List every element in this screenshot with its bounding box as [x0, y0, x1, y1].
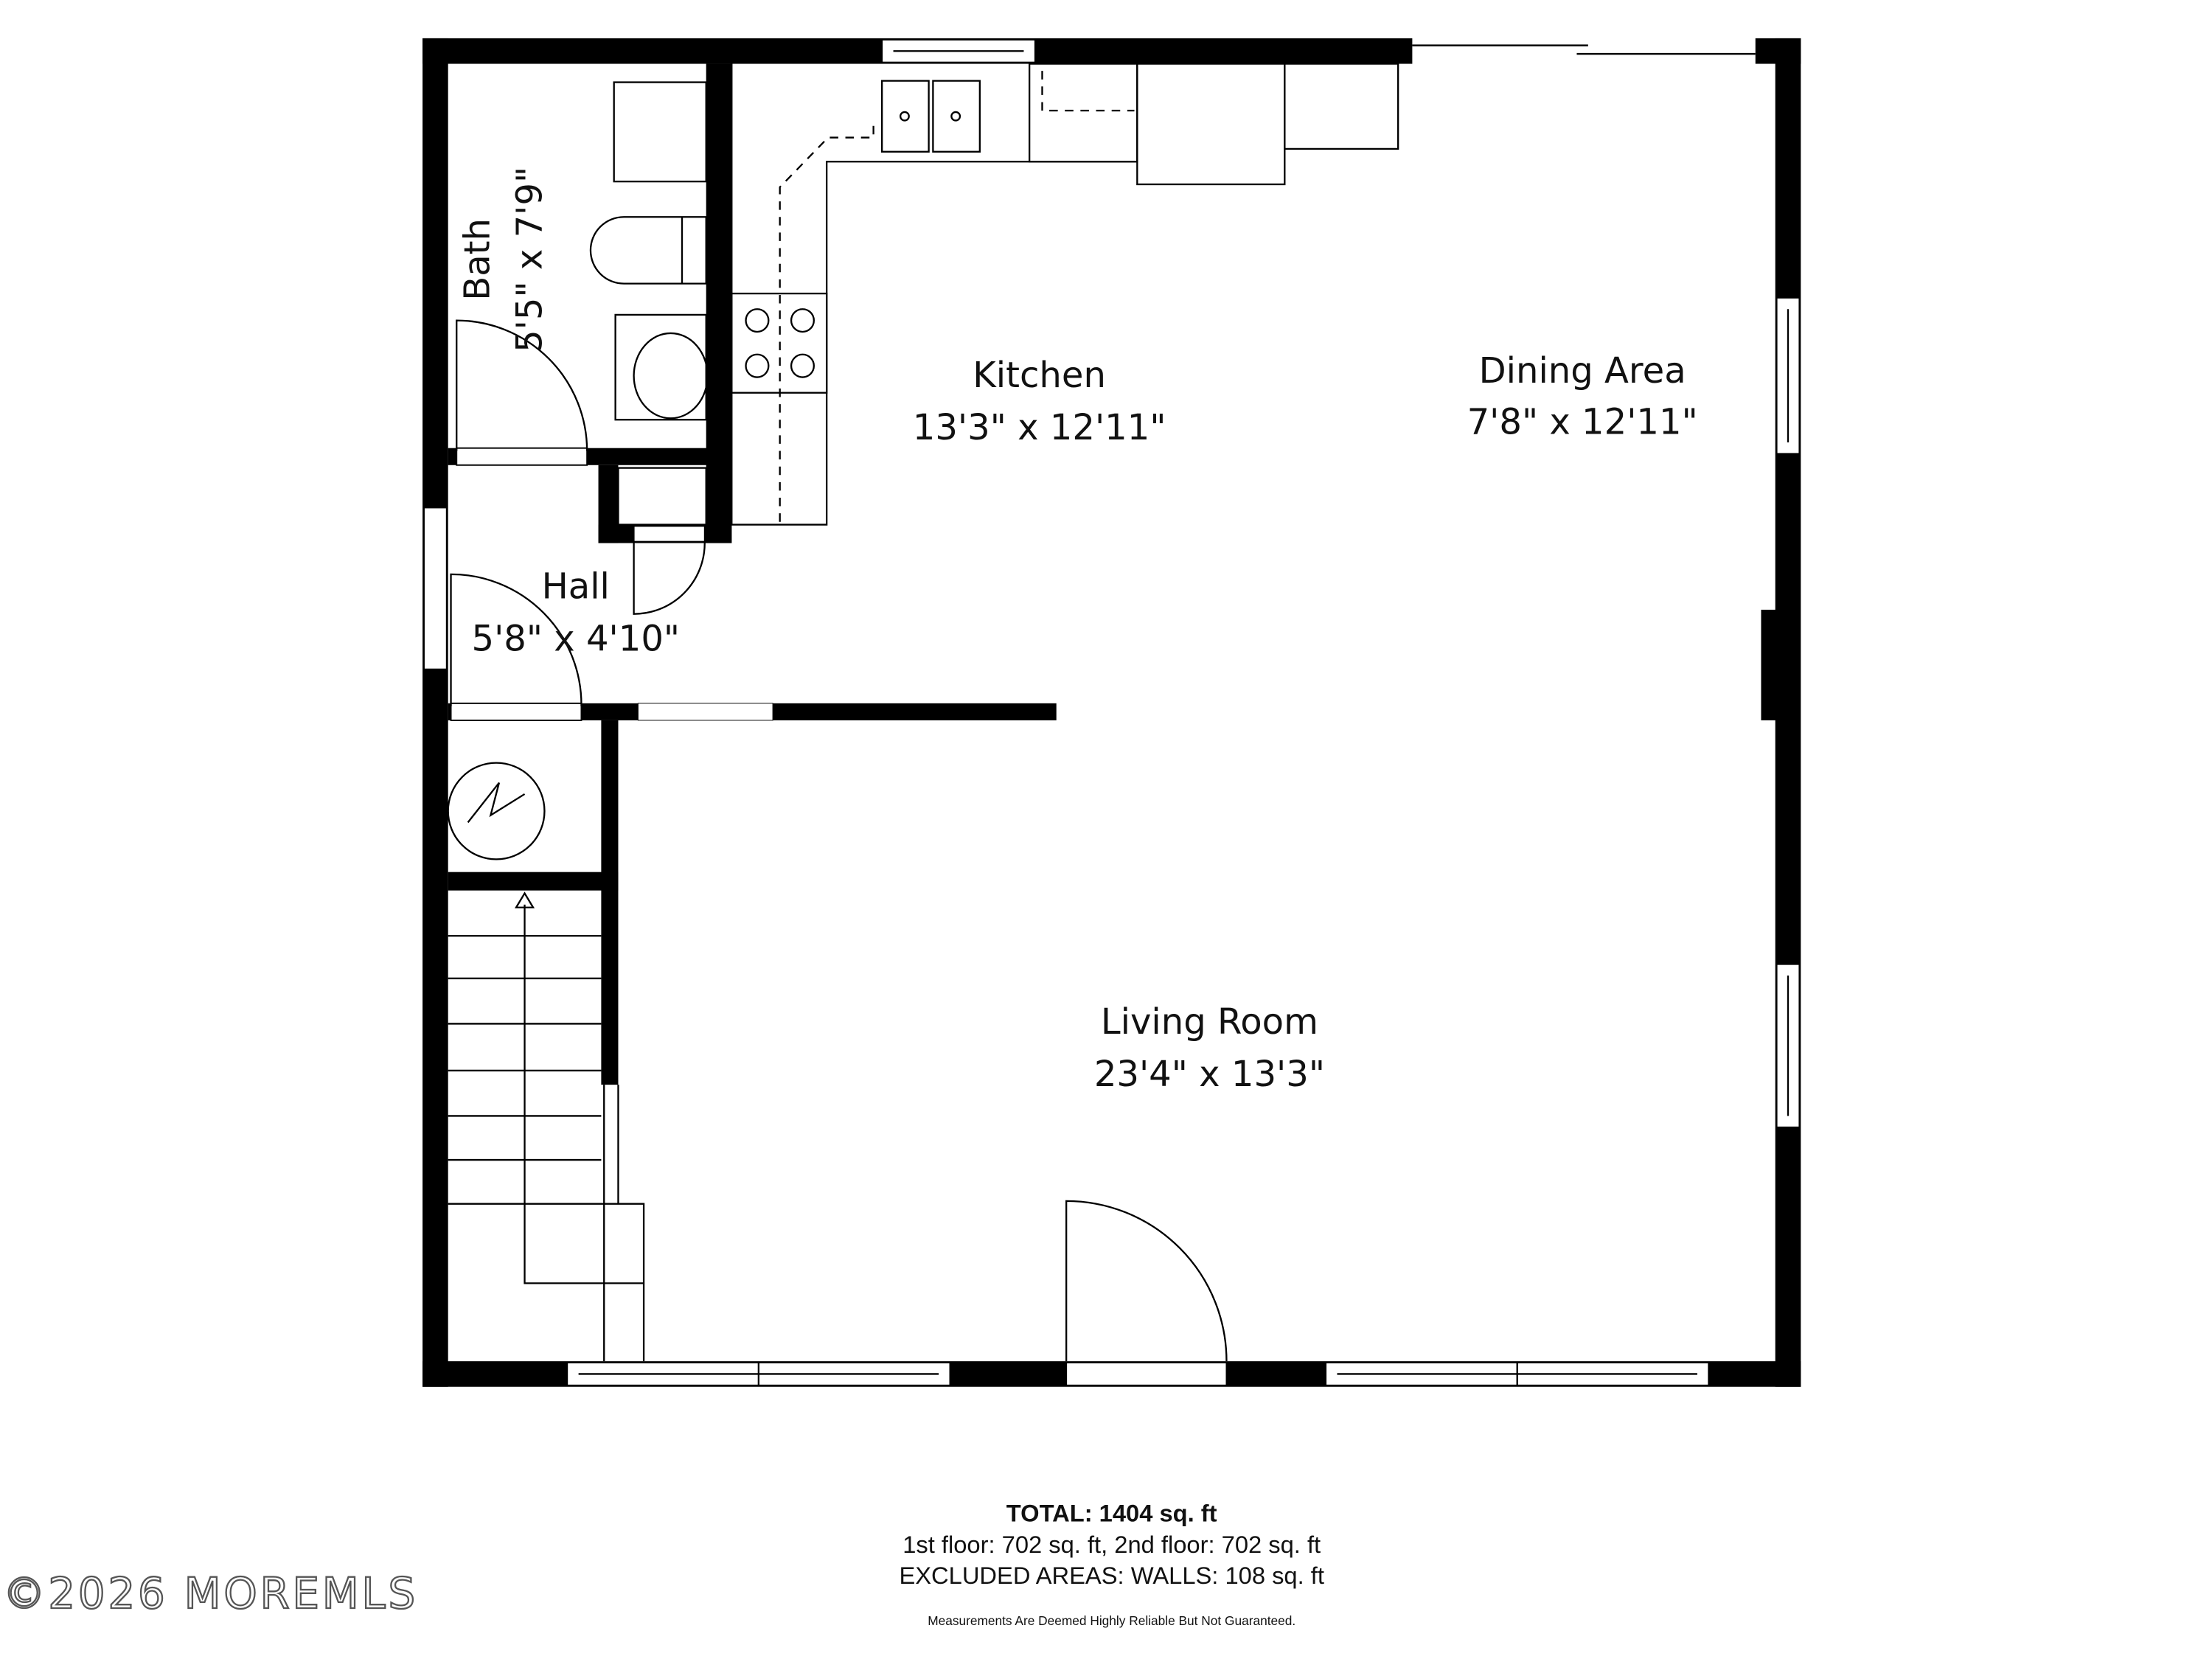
room-dims-living: 23'4" x 13'3": [1094, 1054, 1325, 1095]
room-dims-bath: 5'5" x 7'9": [509, 167, 551, 352]
room-dims-kitchen: 13'3" x 12'11": [913, 407, 1166, 448]
room-name-bath: Bath: [456, 218, 498, 301]
floor-areas: 1st floor: 702 sq. ft, 2nd floor: 702 sq…: [902, 1531, 1321, 1558]
fixtures: [447, 63, 1399, 1362]
room-dims-dining: 7'8" x 12'11": [1467, 401, 1698, 442]
room-name-kitchen: Kitchen: [973, 355, 1106, 396]
total-area: TOTAL: 1404 sq. ft: [1006, 1499, 1217, 1526]
disclaimer: Measurements Are Deemed Highly Reliable …: [928, 1613, 1295, 1628]
room-name-dining: Dining Area: [1479, 350, 1686, 392]
room-name-living: Living Room: [1101, 1001, 1318, 1043]
room-name-hall: Hall: [542, 566, 610, 608]
doors: [450, 319, 1228, 1386]
windows: [423, 37, 1801, 1386]
room-dims-hall: 5'8" x 4'10": [471, 619, 680, 660]
excluded-areas: EXCLUDED AREAS: WALLS: 108 sq. ft: [899, 1562, 1324, 1589]
walls: [422, 38, 1801, 1387]
watermark: ©2026 MOREMLS: [3, 1568, 418, 1618]
